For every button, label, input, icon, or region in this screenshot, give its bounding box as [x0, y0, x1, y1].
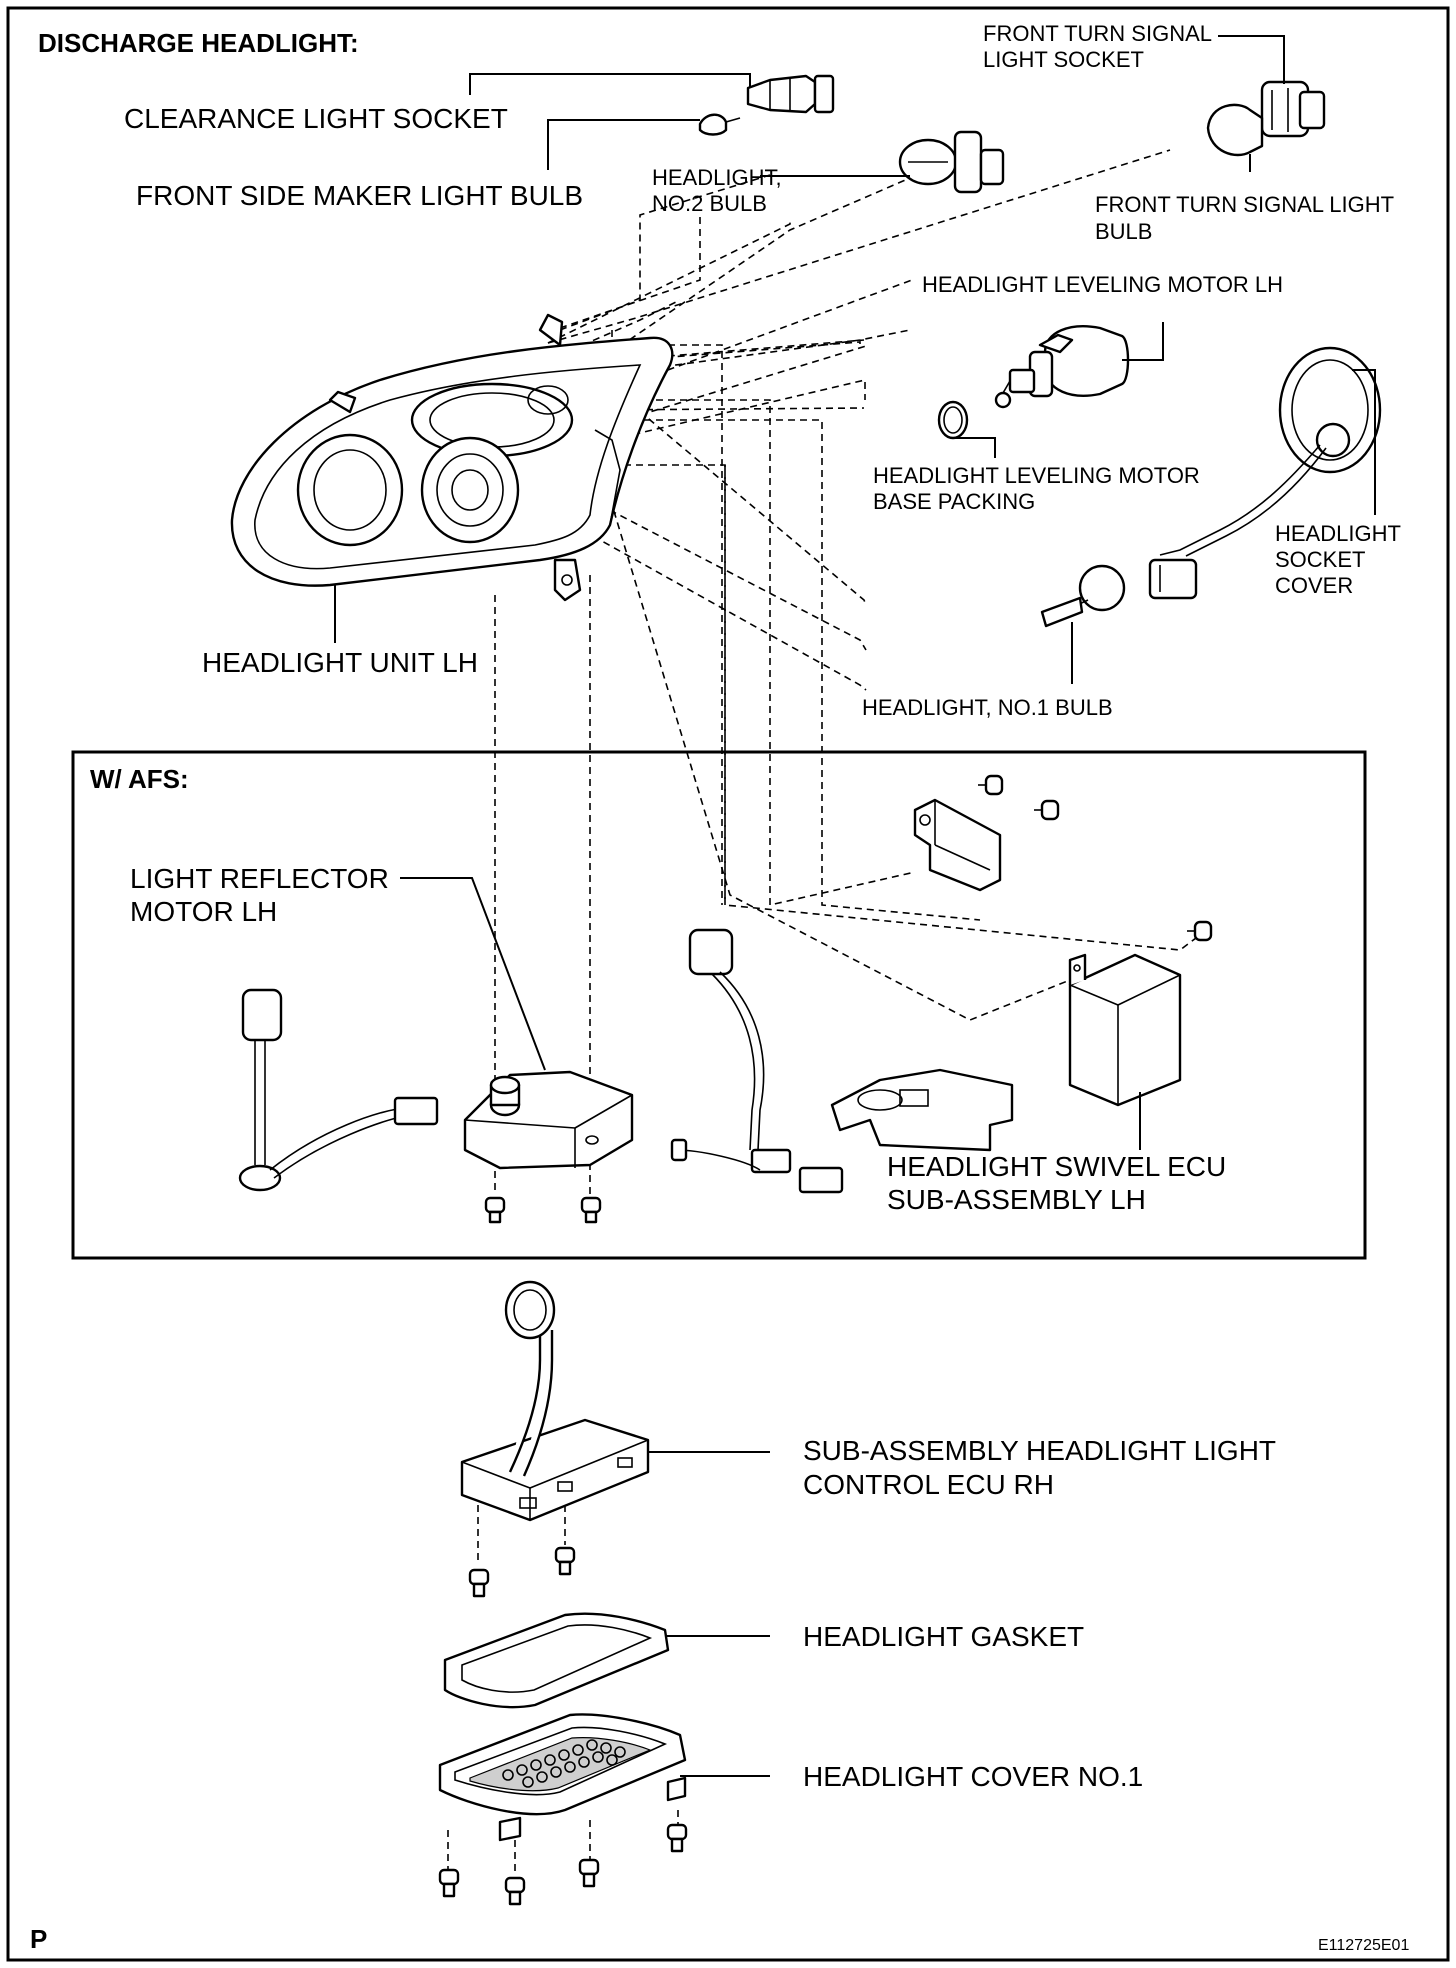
- swivel-ecu-screw: [1187, 920, 1213, 942]
- light-control-ecu-screw-1: [468, 1568, 490, 1598]
- label-light-reflector-motor-line2: MOTOR LH: [130, 896, 277, 927]
- label-light-reflector-motor-line1: LIGHT REFLECTOR: [130, 863, 389, 894]
- headlight-swivel-ecu: [1068, 953, 1182, 1107]
- figure-code: E112725E01: [1318, 1937, 1409, 1954]
- label-headlight-swivel-ecu-line1: HEADLIGHT SWIVEL ECU: [887, 1151, 1226, 1182]
- leader-clearance-socket: [469, 73, 751, 95]
- leader-base-packing: [955, 437, 996, 458]
- afs-group-title: W/ AFS:: [90, 764, 189, 794]
- front-side-marker-bulb: [698, 113, 741, 136]
- diagram-title: DISCHARGE HEADLIGHT:: [38, 28, 359, 58]
- leader-turn-signal-socket: [1218, 35, 1285, 84]
- reflector-motor-screw-1: [484, 1196, 506, 1224]
- reflector-harness: [238, 988, 439, 1192]
- cover-screw-2: [504, 1876, 526, 1906]
- headlight-no2-bulb: [898, 130, 1005, 194]
- headlight-socket-cover: [1159, 346, 1382, 557]
- label-leveling-motor-base-packing-line1: HEADLIGHT LEVELING MOTOR: [873, 463, 1200, 488]
- leader-side-maker-bulb: [547, 119, 700, 170]
- label-headlight-no2-bulb-line1: HEADLIGHT,: [652, 165, 782, 190]
- label-headlight-unit-lh: HEADLIGHT UNIT LH: [202, 647, 478, 678]
- headlight-cover-no1: [438, 1713, 687, 1842]
- headlight-leveling-motor-lh: [994, 325, 1130, 409]
- label-headlight-leveling-motor-lh: HEADLIGHT LEVELING MOTOR LH: [922, 272, 1283, 297]
- reflector-motor-screw-2: [580, 1196, 602, 1224]
- swivel-ecu-bracket: [913, 798, 1002, 892]
- cover-screw-1: [438, 1868, 460, 1898]
- label-light-control-ecu-line1: SUB-ASSEMBLY HEADLIGHT LIGHT: [803, 1435, 1276, 1466]
- light-reflector-motor-lh: [463, 1070, 634, 1170]
- leader-reflector-motor: [400, 877, 546, 1071]
- cover-screw-3: [578, 1858, 600, 1888]
- label-headlight-socket-cover-line3: COVER: [1275, 573, 1353, 598]
- bracket-screw-1: [978, 774, 1004, 796]
- clearance-light-socket: [746, 74, 835, 114]
- label-headlight-gasket: HEADLIGHT GASKET: [803, 1621, 1084, 1652]
- label-leveling-motor-base-packing-line2: BASE PACKING: [873, 489, 1035, 514]
- headlight-no1-bulb: [1040, 558, 1198, 628]
- afs-group-frame: [71, 750, 1367, 1260]
- leader-leveling-motor: [1122, 322, 1164, 361]
- headlight-unit-lh: [230, 313, 674, 602]
- label-headlight-socket-cover-line2: SOCKET: [1275, 547, 1365, 572]
- swivel-ecu-mount-plate: [830, 1068, 1014, 1152]
- light-control-ecu-rh: [460, 1280, 650, 1522]
- label-clearance-light-socket: CLEARANCE LIGHT SOCKET: [124, 103, 508, 134]
- label-headlight-cover-no1: HEADLIGHT COVER NO.1: [803, 1761, 1143, 1792]
- headlight-gasket: [443, 1612, 670, 1709]
- leader-socket-cover: [1352, 369, 1376, 515]
- label-front-side-maker-light-bulb: FRONT SIDE MAKER LIGHT BULB: [136, 180, 583, 211]
- label-headlight-swivel-ecu-line2: SUB-ASSEMBLY LH: [887, 1184, 1146, 1215]
- label-headlight-no1-bulb: HEADLIGHT, NO.1 BULB: [862, 695, 1113, 720]
- corner-mark: P: [30, 1924, 47, 1954]
- label-headlight-no2-bulb-line2: NO.2 BULB: [652, 191, 767, 216]
- label-front-turn-signal-socket-line2: LIGHT SOCKET: [983, 47, 1144, 72]
- swivel-harness: [670, 928, 844, 1194]
- bracket-screw-2: [1034, 799, 1060, 821]
- front-turn-signal-bulb: [1206, 103, 1264, 157]
- label-headlight-socket-cover-line1: HEADLIGHT: [1275, 521, 1401, 546]
- cover-screw-4: [666, 1823, 688, 1853]
- label-front-turn-signal-bulb-line2: BULB: [1095, 219, 1152, 244]
- page-frame: [6, 6, 1450, 1962]
- light-control-ecu-screw-2: [554, 1546, 576, 1576]
- label-front-turn-signal-bulb-line1: FRONT TURN SIGNAL LIGHT: [1095, 192, 1394, 217]
- label-front-turn-signal-socket-line1: FRONT TURN SIGNAL: [983, 21, 1212, 46]
- cover-honeycomb-pattern: [502, 1739, 626, 1788]
- headlight-leveling-motor-base-packing: [937, 400, 969, 440]
- front-turn-signal-socket: [1260, 80, 1326, 138]
- label-light-control-ecu-line2: CONTROL ECU RH: [803, 1469, 1054, 1500]
